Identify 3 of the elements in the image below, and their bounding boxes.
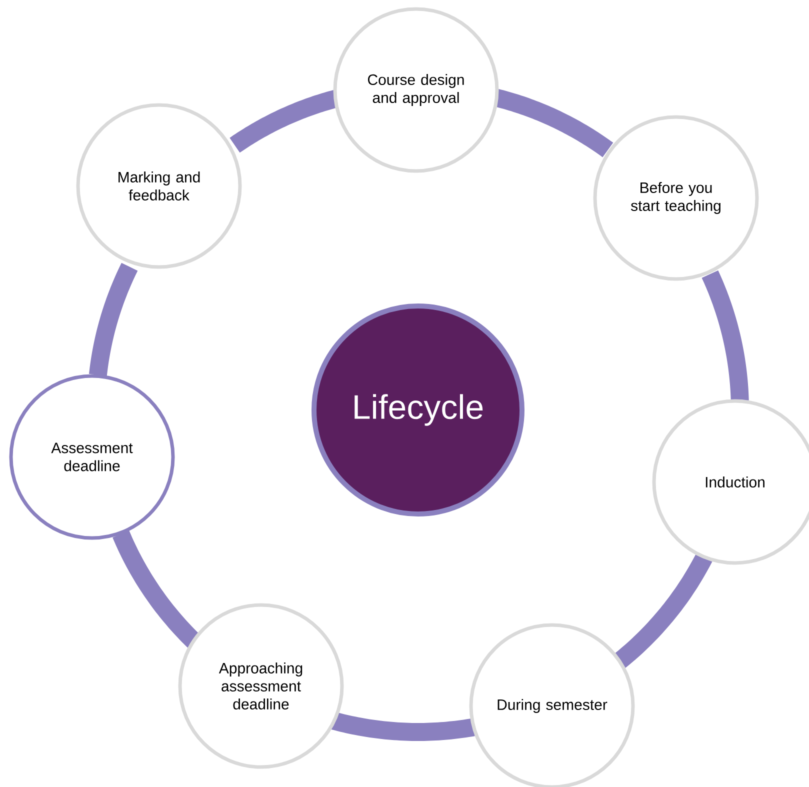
ring-segment [112,530,200,648]
ring-segment [330,712,477,741]
ring-segment [614,553,712,668]
